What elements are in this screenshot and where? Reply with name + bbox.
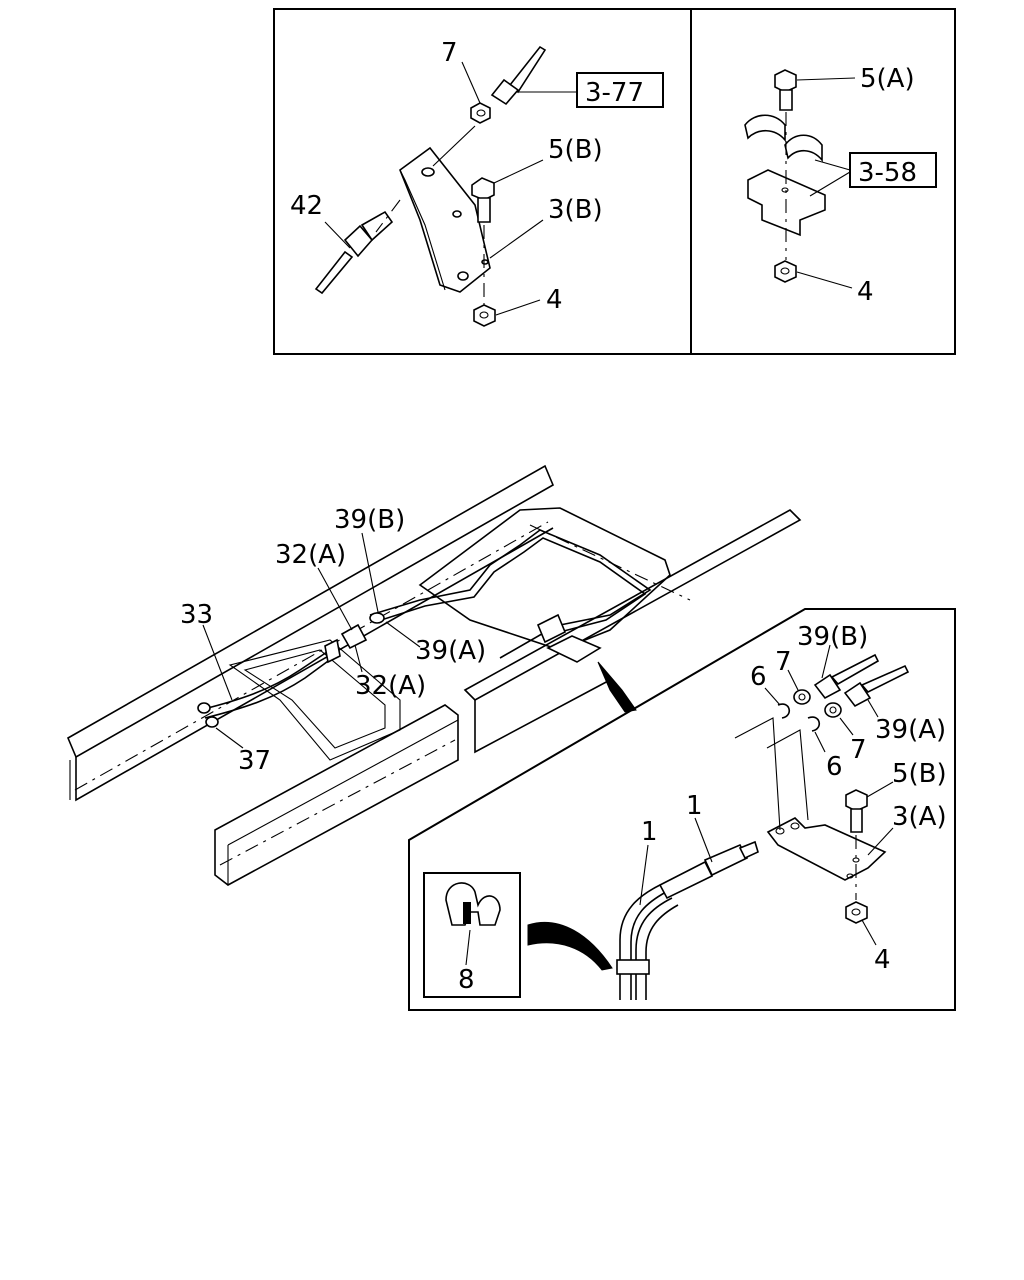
label-42: 42 [290, 191, 323, 221]
washer-7-bottom [824, 702, 842, 718]
nut-4 [473, 304, 496, 327]
bolt-5b-head [471, 177, 495, 201]
nut-4-right [774, 260, 797, 283]
frame-rail-left [66, 464, 555, 759]
pipe-end-39a [843, 681, 872, 708]
detail-panel-frame [408, 608, 956, 1011]
label-39a-main: 39(A) [415, 636, 486, 666]
label-5b: 5(B) [548, 135, 603, 165]
cross-member [214, 704, 459, 886]
clip-8 [445, 882, 501, 926]
label-3b: 3(B) [548, 195, 603, 225]
nut-7 [470, 102, 491, 124]
label-5b-detail: 5(B) [892, 759, 947, 789]
label-39b-detail: 39(B) [797, 622, 868, 652]
label-4: 4 [546, 285, 563, 315]
bolt-5a-head [774, 69, 797, 93]
label-1-left: 1 [641, 817, 658, 847]
detail-arrow [597, 661, 637, 713]
fuel-tank [418, 507, 671, 651]
label-5a: 5(A) [860, 64, 915, 94]
pipe-1-right [635, 897, 673, 1000]
clip-6-top [777, 703, 790, 719]
clip-inset-box [423, 872, 521, 998]
fitting-39b [369, 612, 385, 624]
bracket-3a [766, 817, 887, 881]
label-8: 8 [458, 965, 475, 995]
fuel-line-39a [369, 529, 652, 626]
clamp-upper [744, 114, 786, 143]
washer-7-top [793, 689, 811, 705]
label-6-top: 6 [750, 662, 767, 692]
label-32a-bottom: 32(A) [355, 671, 426, 701]
pipe-fitting-3-77 [490, 78, 520, 106]
label-7-top: 7 [775, 647, 792, 677]
label-39b-main: 39(B) [334, 505, 405, 535]
clip-arrow [527, 921, 613, 971]
clip-37 [205, 716, 219, 728]
pipe-fitting-1 [703, 843, 749, 877]
ref-3-77: 3-77 [585, 78, 644, 108]
fuel-line-33 [199, 649, 331, 711]
ref-box-3-58 [849, 152, 937, 188]
label-39a-detail: 39(A) [875, 715, 946, 745]
frame-rail-right [463, 509, 802, 701]
label-7: 7 [441, 38, 458, 68]
top-right-panel-frame [690, 8, 956, 355]
fuel-line-39b [374, 537, 647, 633]
clip-6-bottom [807, 716, 820, 732]
label-37: 37 [238, 746, 271, 776]
top-right-panel: 5(A) 3-58 4 [690, 8, 956, 355]
fitting-32a [340, 623, 368, 650]
label-4-right: 4 [857, 277, 874, 307]
label-1-right: 1 [686, 791, 703, 821]
bracket-3b [399, 146, 491, 293]
ref-3-58: 3-58 [858, 158, 917, 188]
detail-panel: 39(B) 7 6 39(A) 7 6 5(B) 3(A) 1 1 4 8 [408, 608, 956, 1011]
channel-member [228, 639, 401, 761]
ref-box-3-77 [576, 72, 664, 108]
label-6-bottom: 6 [826, 752, 843, 782]
label-33: 33 [180, 600, 213, 630]
pipe-end-39b [813, 673, 842, 700]
label-7-bottom: 7 [850, 735, 867, 765]
nut-4-detail [845, 901, 868, 924]
main-frame-view: 39(B) 32(A) 33 39(A) 32(A) 37 [66, 464, 802, 886]
clamp-lower [784, 134, 823, 163]
top-left-panel: 7 3-77 5(B) 42 3(B) 4 [273, 8, 692, 355]
label-32a-top: 32(A) [275, 540, 346, 570]
label-4-detail: 4 [874, 945, 891, 975]
label-3a: 3(A) [892, 802, 947, 832]
pipe-1-left [619, 884, 661, 1000]
bolt-5b-detail [845, 789, 868, 812]
